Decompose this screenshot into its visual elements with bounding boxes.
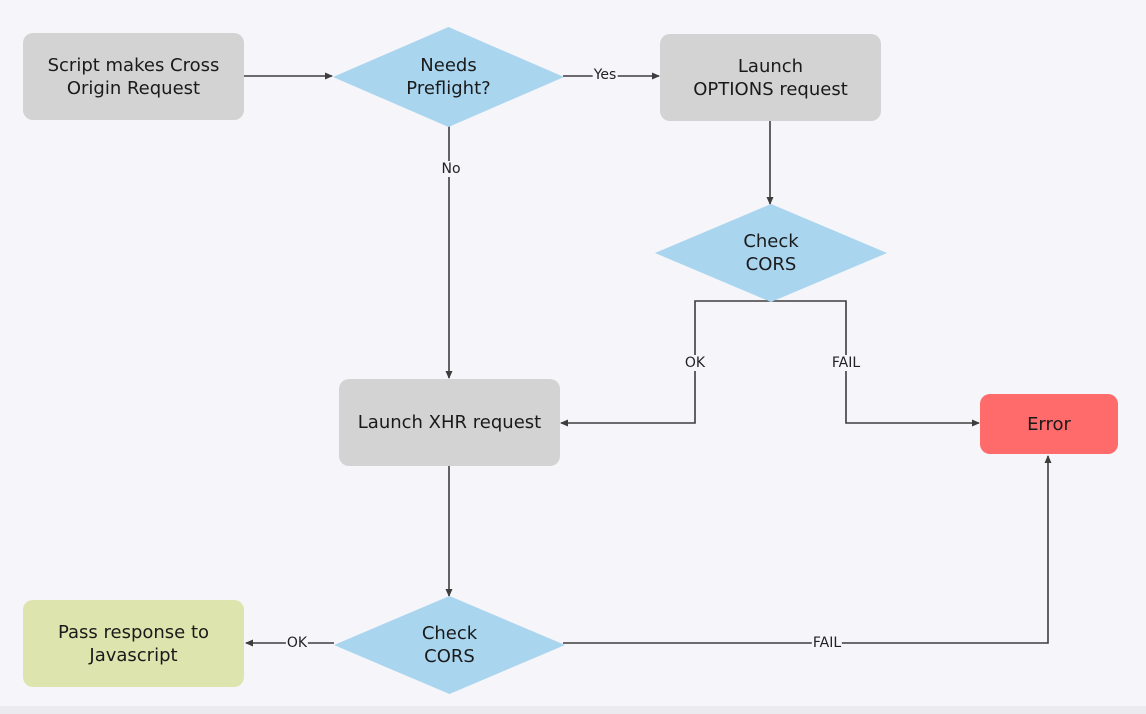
edge-label-no: No [440,161,462,177]
check-cors-bottom-decision: Check CORS [334,596,565,694]
check-cors-bottom-diamond-shape [334,596,565,694]
edge-check-top-ok [560,300,770,427]
check-cors-top-decision: Check CORS [655,204,887,302]
check-cors-top-diamond-shape [655,204,887,302]
launch-options-box: Launch OPTIONS request [660,34,881,121]
needs-preflight-decision: Needs Preflight? [333,27,564,127]
pass-response-box: Pass response to Javascript [23,600,244,687]
edge-label-fail-top: FAIL [830,355,862,371]
edge-label-ok-bottom: OK [285,635,309,651]
launch-xhr-box: Launch XHR request [339,379,560,466]
error-label: Error [1027,413,1071,435]
script-request-box: Script makes Cross Origin Request [23,33,244,120]
needs-preflight-diamond-shape [333,27,564,127]
error-box: Error [980,394,1118,454]
pass-response-label: Pass response to Javascript [57,621,210,666]
edge-label-yes: Yes [592,67,618,83]
check-cors-top-label: Check CORS [743,231,799,275]
edge-check-top-fail [770,300,980,427]
edge-label-fail-bottom: FAIL [811,635,843,651]
bottom-edge-strip [0,706,1146,714]
launch-xhr-label: Launch XHR request [357,412,542,433]
needs-preflight-label: Needs Preflight? [406,55,491,99]
script-request-label: Script makes Cross Origin Request [47,54,220,99]
edge-check-bottom-fail [563,455,1052,644]
launch-options-label: Launch OPTIONS request [693,55,848,100]
edge-label-ok-top: OK [683,355,707,371]
check-cors-bottom-label: Check CORS [421,623,478,667]
